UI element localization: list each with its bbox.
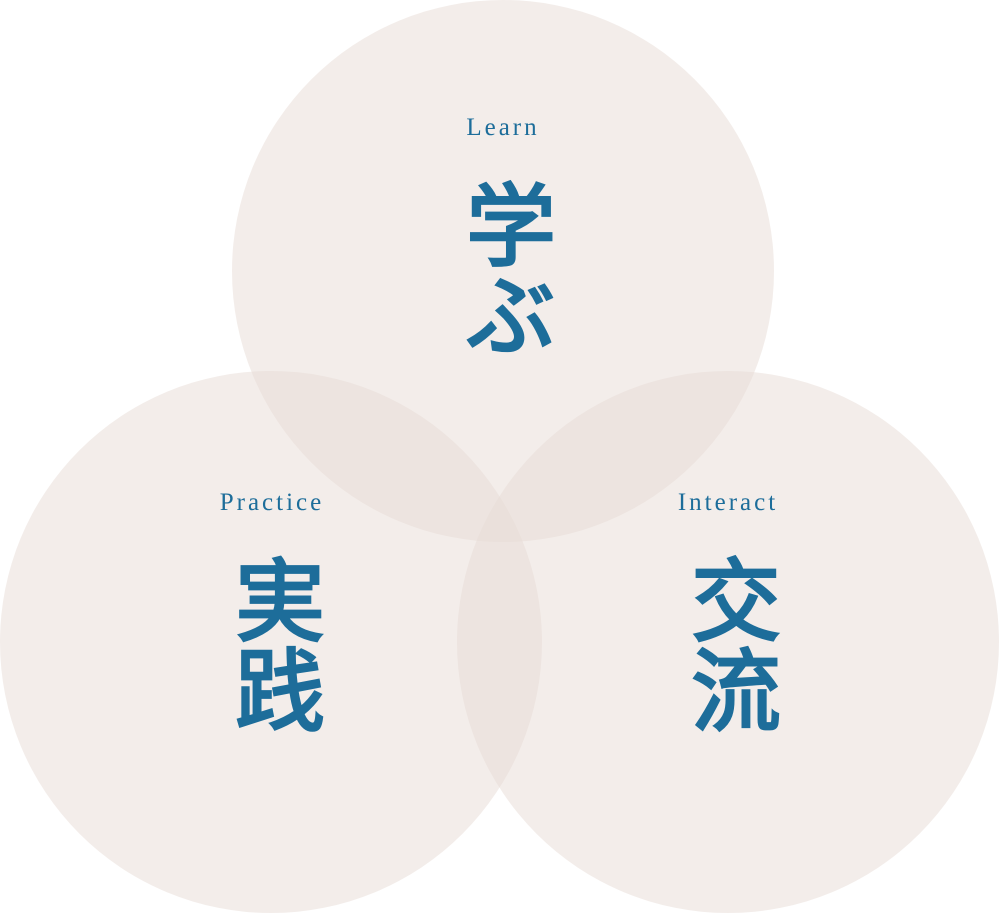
learn-japanese-label: 学ぶ: [450, 179, 556, 359]
practice-label-group: Practice 実践: [172, 488, 372, 734]
learn-english-label: Learn: [466, 114, 540, 141]
practice-circle: [0, 371, 542, 913]
interact-circle: [457, 371, 999, 913]
practice-english-label: Practice: [219, 489, 325, 516]
interact-japanese-label: 交流: [675, 554, 781, 734]
interact-english-label: Interact: [677, 489, 779, 516]
interact-label-group: Interact 交流: [628, 488, 828, 734]
practice-japanese-label: 実践: [219, 554, 325, 734]
learn-label-group: Learn 学ぶ: [403, 113, 603, 359]
